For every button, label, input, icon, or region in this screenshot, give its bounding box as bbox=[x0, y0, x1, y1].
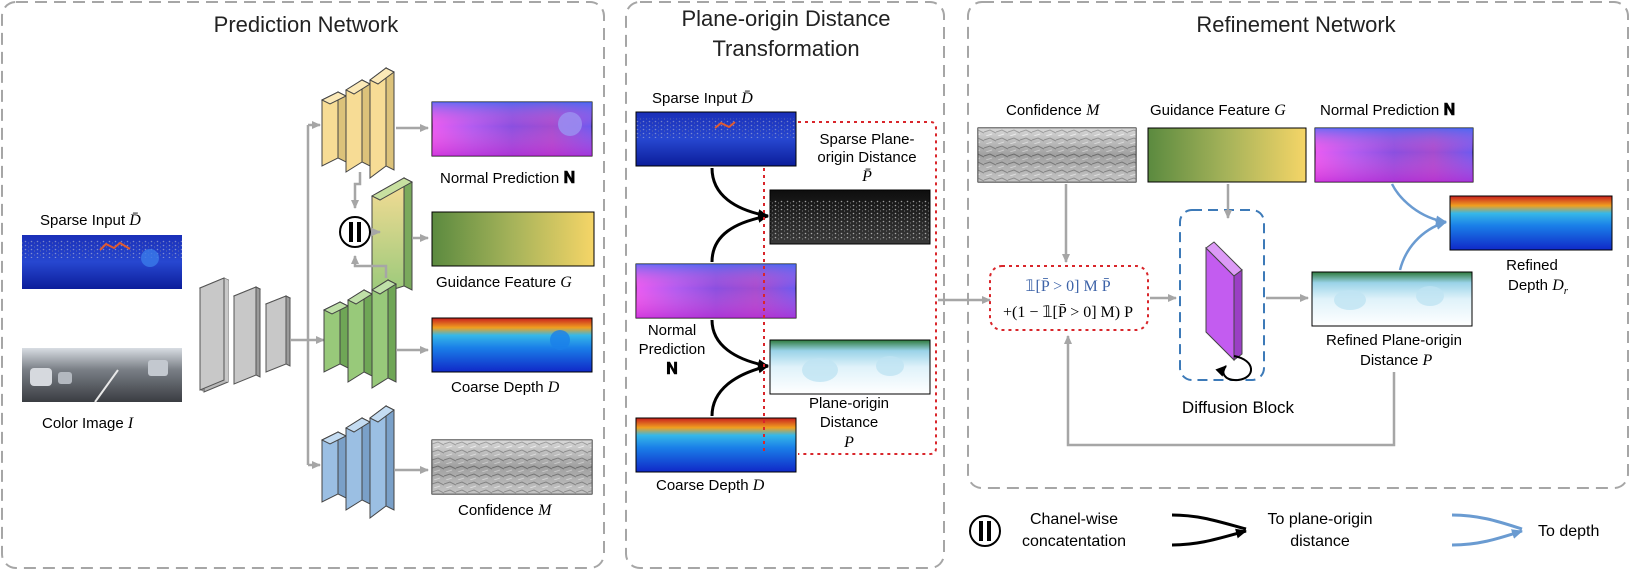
transform-bracket bbox=[798, 121, 937, 455]
diffusion-loop-icon bbox=[1215, 355, 1252, 382]
color-image bbox=[22, 348, 182, 403]
refinement-gray-arrows bbox=[1062, 184, 1396, 447]
sparse-pod-label-2: origin Distance bbox=[817, 149, 916, 166]
concat-symbol-icon bbox=[339, 216, 371, 248]
transform-normal-label-1: Normal bbox=[648, 322, 696, 339]
confidence-image bbox=[431, 439, 593, 495]
refinement-panel bbox=[967, 1, 1629, 489]
sparse-input-label: Sparse Input D̄ bbox=[40, 212, 141, 229]
refined-pod-label-1: Refined Plane-origin bbox=[1326, 332, 1462, 349]
normal-prediction-label: Normal Prediction 𝐍 bbox=[440, 170, 575, 187]
legend-to-pod-label-2: distance bbox=[1290, 533, 1350, 550]
confidence-decoder-layers bbox=[320, 405, 395, 519]
transform-normal-image bbox=[635, 263, 797, 319]
diffusion-block-box bbox=[1179, 209, 1265, 381]
refined-pod-label-2: Distance P bbox=[1360, 352, 1433, 369]
ref-normal-image bbox=[1314, 127, 1474, 183]
transform-normal-label-2: Prediction bbox=[639, 341, 706, 358]
concat-arrows bbox=[351, 172, 388, 278]
transform-coarse-depth-label: Coarse Depth D bbox=[656, 477, 765, 494]
ref-guidance-image bbox=[1147, 127, 1307, 183]
prediction-output-arrows bbox=[394, 124, 429, 474]
transform-panel bbox=[625, 1, 945, 569]
prediction-title: Prediction Network bbox=[214, 12, 400, 37]
legend-blue-arrow-icon bbox=[1451, 513, 1523, 547]
legend-to-depth-label: To depth bbox=[1538, 523, 1599, 540]
guidance-feature-image bbox=[431, 211, 595, 267]
transform-sparse-input-image bbox=[635, 111, 797, 167]
guidance-layer bbox=[370, 177, 414, 297]
prediction-panel bbox=[1, 1, 605, 569]
ref-confidence-image bbox=[977, 127, 1137, 183]
refinement-title: Refinement Network bbox=[1196, 12, 1396, 37]
prediction-branch-arrows bbox=[290, 121, 325, 469]
transform-normal-symbol: 𝐍 bbox=[666, 361, 678, 378]
pod-image bbox=[769, 339, 931, 395]
pod-label-1: Plane-origin bbox=[809, 395, 889, 412]
diffusion-layer bbox=[1205, 241, 1243, 362]
transform-coarse-depth-image bbox=[635, 417, 797, 473]
encoder-layers bbox=[198, 277, 292, 393]
sparse-pod-label-1: Sparse Plane- bbox=[819, 131, 914, 148]
normal-decoder-layers bbox=[320, 67, 395, 179]
coarse-depth-label: Coarse Depth D bbox=[451, 379, 560, 396]
sparse-pod-image bbox=[769, 189, 931, 245]
pod-label-2: Distance bbox=[820, 414, 878, 431]
transform-sparse-input-label: Sparse Input D̄ bbox=[652, 90, 753, 107]
color-image-label: Color Image I bbox=[42, 415, 134, 432]
legend-concat-icon bbox=[969, 515, 1001, 547]
guidance-feature-label: Guidance Feature G bbox=[436, 274, 572, 291]
formula-line-2: +(1 − 𝟙[P̄ > 0] M) P bbox=[1003, 304, 1133, 321]
confidence-label: Confidence M bbox=[458, 502, 553, 519]
diffusion-block-label: Diffusion Block bbox=[1182, 398, 1295, 417]
legend-concat-label-1: Chanel-wise bbox=[1030, 511, 1118, 528]
sparse-input-image bbox=[22, 235, 182, 289]
legend-black-arrow-icon bbox=[1171, 513, 1247, 547]
to-pod-arrows bbox=[710, 167, 769, 417]
transform-title-line2: Transformation bbox=[712, 36, 859, 61]
ref-guidance-label: Guidance Feature G bbox=[1150, 102, 1286, 119]
refined-depth-image bbox=[1449, 195, 1613, 251]
transform-title-line1: Plane-origin Distance bbox=[681, 6, 890, 31]
depth-decoder-layers bbox=[322, 279, 398, 389]
ref-confidence-label: Confidence M bbox=[1006, 102, 1101, 119]
refined-depth-label-2: Depth Dr bbox=[1508, 277, 1569, 297]
refined-pod-image bbox=[1311, 271, 1473, 327]
normal-prediction-image bbox=[431, 101, 593, 157]
legend-to-pod-label-1: To plane-origin bbox=[1268, 511, 1373, 528]
to-depth-arrows bbox=[1390, 183, 1447, 271]
formula-line-1: 𝟙[P̄ > 0] M P̄ bbox=[1025, 278, 1110, 295]
ref-normal-label: Normal Prediction 𝐍 bbox=[1320, 102, 1455, 119]
refined-depth-label-1: Refined bbox=[1506, 257, 1558, 274]
legend-concat-label-2: concatentation bbox=[1022, 533, 1126, 550]
pod-symbol: P bbox=[843, 434, 854, 451]
sparse-pod-symbol: P̄ bbox=[861, 168, 872, 185]
coarse-depth-image bbox=[431, 317, 593, 373]
